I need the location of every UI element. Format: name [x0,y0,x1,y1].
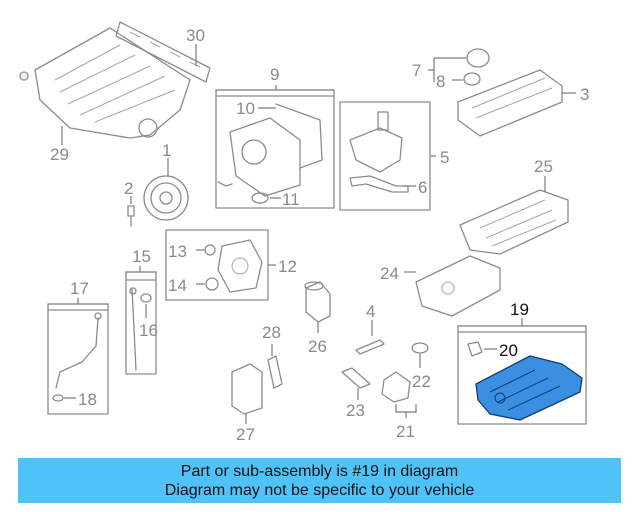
part-19-oil-pan-highlighted [475,355,583,421]
callout-14: 14 [168,276,187,295]
part-29-intake-manifold: 29 [19,27,191,164]
callout-16: 16 [139,321,158,340]
group-15-box: 15 [125,247,157,375]
banner-line-1: Part or sub-assembly is #19 in diagram [180,463,459,480]
callout-18: 18 [78,390,97,409]
part-6-chain-guide: 6 [349,175,427,197]
part-16-dipstick-cap: 16 [139,293,158,340]
part-dipstick [129,287,137,371]
callout-30: 30 [186,26,205,45]
callout-22: 22 [412,372,431,391]
callout-23: 23 [346,401,365,420]
callout-10: 10 [236,99,255,118]
callout-4: 4 [366,302,375,321]
group-17-box: 17 [47,279,109,415]
callout-11: 11 [282,190,300,209]
part-25-upper-oil-pan: 25 [459,157,569,255]
part-30-gasket: 30 [115,21,211,83]
part-27-sensor: 27 [231,363,263,444]
part-2-bolt: 2 [124,179,135,227]
callout-9: 9 [270,65,279,84]
group-12-box: 12 [165,229,297,301]
part-23-plate: 23 [341,367,371,420]
callout-15: 15 [132,247,151,266]
callout-20: 20 [499,341,518,360]
callout-12: 12 [278,257,297,276]
part-13-seal: 13 [168,242,216,261]
part-18-seal: 18 [52,390,97,409]
callout-25: 25 [534,157,553,176]
part-1-pulley: 1 [143,141,189,221]
group-19-box: 19 [457,300,587,425]
part-3-valve-cover: 3 [457,69,589,137]
callout-8: 8 [436,72,445,91]
callout-19: 19 [510,300,529,319]
callout-2: 2 [124,179,133,198]
callout-13: 13 [168,242,187,261]
part-26-oil-filter: 26 [304,281,331,356]
callout-27: 27 [236,425,255,444]
callout-24: 24 [380,264,399,283]
callout-7: 7 [412,61,421,80]
callout-1: 1 [162,141,171,160]
part-8-cap-seal: 8 [436,72,481,91]
callout-26: 26 [308,337,327,356]
callout-21: 21 [396,422,415,441]
callout-17: 17 [70,279,89,298]
info-banner: Part or sub-assembly is #19 in diagram D… [18,458,621,503]
part-oil-pump [349,111,403,173]
part-24-housing: 24 [380,255,501,317]
part-14-seal: 14 [168,276,219,295]
part-20-drain-plug: 20 [467,341,518,360]
part-dipstick-tube [55,312,102,389]
banner-line-2: Diagram may not be specific to your vehi… [164,482,475,499]
part-21-pump: 21 [381,371,417,441]
part-4-gasket: 4 [355,302,385,355]
part-11-seal: 11 [217,181,300,209]
part-10-timing-cover: 10 [229,99,323,197]
callout-29: 29 [50,145,69,164]
part-7-filler-cap: 7 [412,48,490,82]
parts-diagram: 30 29 1 2 9 10 11 [19,21,589,444]
callout-3: 3 [580,85,589,104]
part-28-bracket: 28 [262,323,283,389]
part-balance-housing [217,239,263,293]
group-9-box: 9 [215,65,335,209]
group-5-box: 5 [339,101,449,211]
callout-28: 28 [262,323,281,342]
callout-6: 6 [418,178,427,197]
part-22-seal: 22 [411,342,431,391]
callout-5: 5 [440,148,449,167]
